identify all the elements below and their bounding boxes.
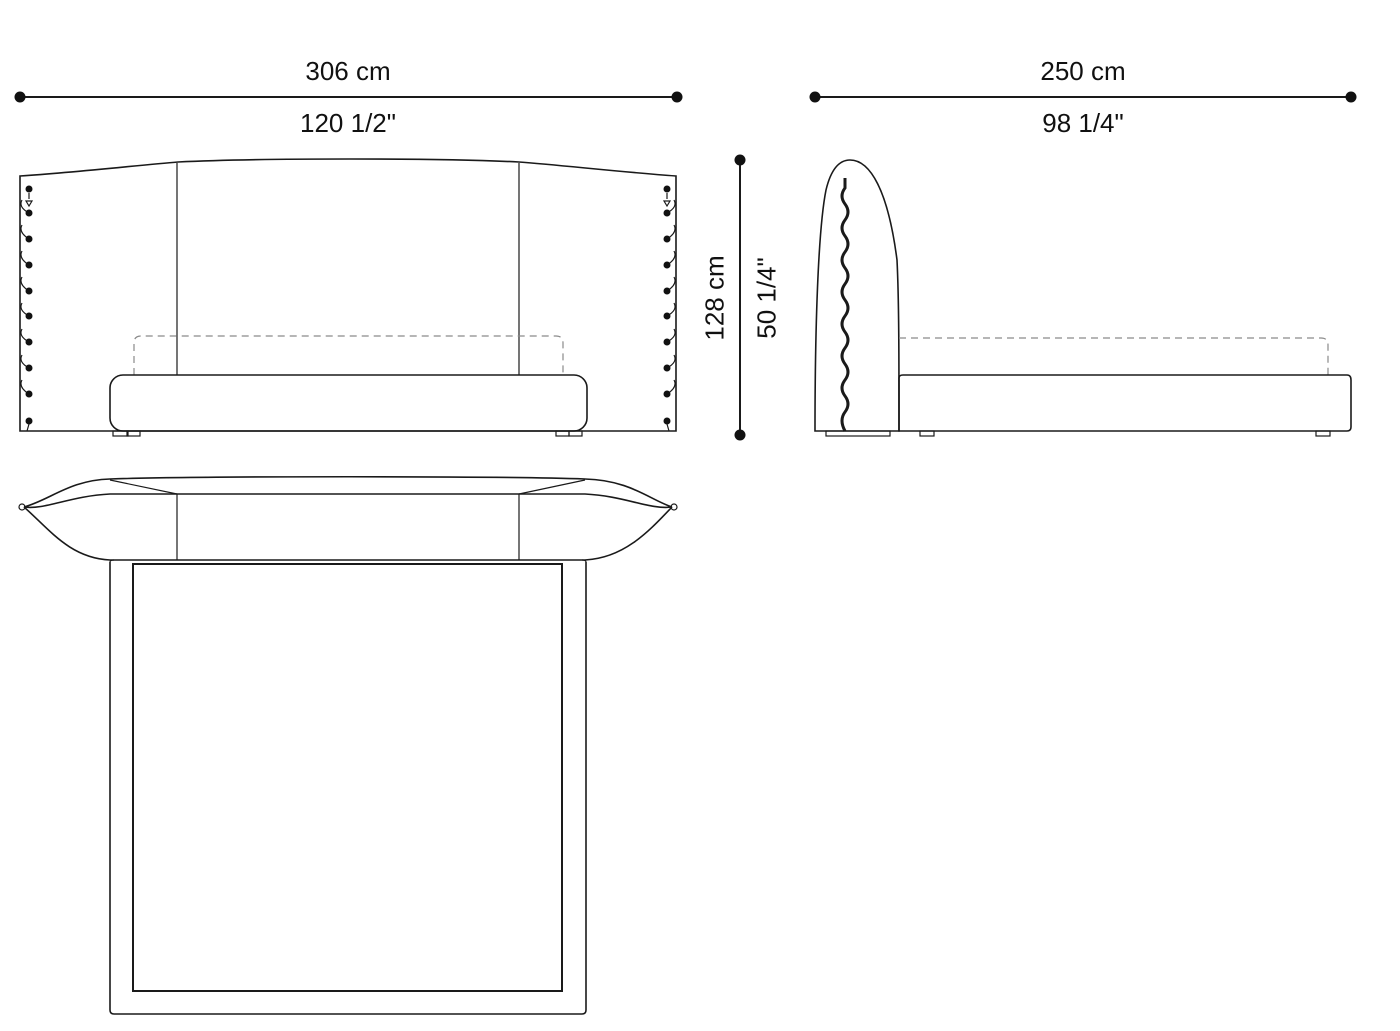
left-lacing-detail	[20, 185, 34, 432]
height-dimension-line	[734, 154, 746, 441]
length-dimension-line	[809, 91, 1357, 103]
length-metric-label: 250 cm	[1040, 56, 1126, 86]
plan-view	[18, 475, 678, 1015]
side-elevation-view	[814, 159, 1352, 437]
front-elevation-view	[19, 158, 677, 437]
width-imperial-label: 120 1/2"	[300, 108, 396, 138]
width-dimension-line	[14, 91, 683, 103]
right-lacing-detail	[662, 185, 676, 432]
length-imperial-label: 98 1/4"	[1042, 108, 1124, 138]
width-metric-label: 306 cm	[305, 56, 391, 86]
